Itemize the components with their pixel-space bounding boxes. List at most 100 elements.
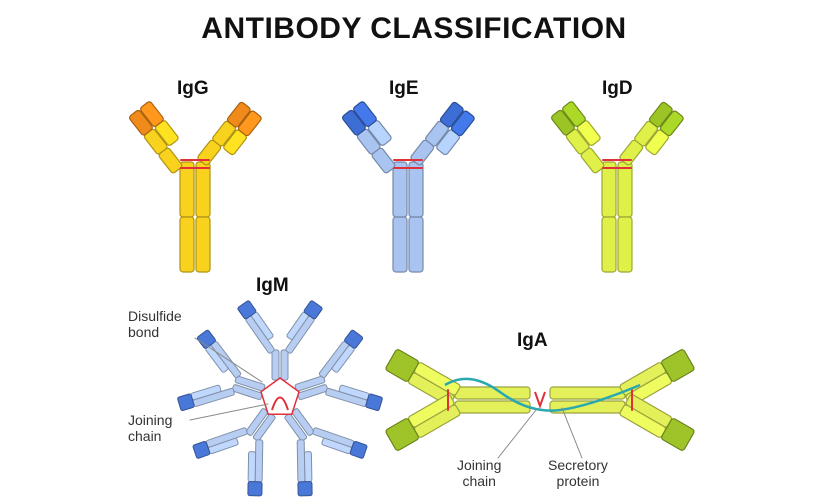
fc-domain-upper <box>617 161 633 218</box>
fab-arm <box>197 101 262 166</box>
light-variable-domain <box>353 101 377 127</box>
pointer-line <box>561 407 583 459</box>
igm-variable-domain <box>237 300 257 320</box>
annotation-text: bond <box>128 324 160 340</box>
igd-structure <box>551 101 684 273</box>
annotation-text: chain <box>128 428 162 444</box>
igm-fc-chain <box>294 375 326 392</box>
iga-fc-chain <box>549 386 626 400</box>
fc-domain-lower <box>601 216 617 273</box>
igm-arm <box>296 439 313 497</box>
fc-domain-upper <box>601 161 617 218</box>
igm-fc-chain <box>280 349 289 381</box>
igm-variable-domain <box>177 393 195 411</box>
igm-variable-domain <box>196 329 216 349</box>
igm-arm <box>247 439 264 497</box>
fab-arm <box>619 101 684 166</box>
left-arm <box>342 101 396 174</box>
light-variable-domain <box>140 101 164 127</box>
iga-variable-domain <box>661 418 695 451</box>
igm-arm <box>312 427 368 459</box>
igm-monomer <box>177 329 266 411</box>
annotation-text: Joining <box>128 412 173 428</box>
igm-variable-domain <box>365 393 383 411</box>
iga-variable-domain <box>661 349 695 382</box>
iga-arm <box>619 394 695 451</box>
right-arm <box>410 101 475 166</box>
igm-variable-domain <box>247 481 263 497</box>
igm-arm-chain <box>254 439 264 483</box>
fc-domain-upper <box>408 161 424 218</box>
ige-structure <box>342 101 475 273</box>
light-variable-domain <box>562 101 586 127</box>
igm-monomer <box>294 329 383 411</box>
iga-fc-chain <box>454 386 531 400</box>
annotation-disulfide-bond: Disulfide bond <box>128 308 182 340</box>
pointer-line <box>497 409 537 459</box>
right-arm <box>619 101 684 166</box>
hinge-region <box>158 147 183 174</box>
igm-fc-chain <box>231 384 263 401</box>
iga-variable-domain <box>385 349 419 382</box>
igm-variable-domain <box>303 300 323 320</box>
fc-domain-lower <box>617 216 633 273</box>
fc-domain-lower <box>179 216 195 273</box>
igm-arm <box>237 300 275 354</box>
heavy-variable-domain <box>226 101 251 128</box>
heavy-variable-domain <box>342 109 366 136</box>
igm-monomer <box>237 300 323 381</box>
igm-variable-domain <box>297 481 313 497</box>
igm-fc-chain <box>284 413 308 442</box>
annotation-iga-joining-chain: Joining chain <box>457 457 501 489</box>
light-variable-domain <box>450 110 475 137</box>
igm-monomer <box>284 408 368 497</box>
hinge-region <box>580 147 605 174</box>
label-igd: IgD <box>602 78 633 99</box>
annotation-text: Disulfide <box>128 308 182 324</box>
igm-arm-chain <box>247 451 257 483</box>
annotation-text: Secretory <box>548 457 608 473</box>
igm-joining-chain <box>271 396 289 411</box>
fab-arm <box>129 101 183 174</box>
iga-arm <box>385 394 461 451</box>
heavy-variable-domain <box>648 101 673 128</box>
pointer-line <box>194 337 263 383</box>
hinge-region <box>619 139 644 166</box>
fc-domain-lower <box>392 216 408 273</box>
igm-arm <box>177 384 235 411</box>
igm-fc-chain <box>271 349 280 381</box>
heavy-variable-domain <box>129 109 153 136</box>
igm-arm <box>285 300 323 354</box>
heavy-variable-domain <box>551 109 575 136</box>
fab-arm <box>342 101 396 174</box>
igm-variable-domain <box>344 329 364 349</box>
hinge-region <box>410 139 435 166</box>
igm-monomer <box>192 408 276 497</box>
label-igg: IgG <box>177 78 209 99</box>
diagram-title: ANTIBODY CLASSIFICATION <box>201 12 627 45</box>
igm-fc-chain <box>245 408 269 436</box>
pointer-line <box>189 403 269 421</box>
label-iga: IgA <box>517 330 548 351</box>
right-arm <box>197 101 262 166</box>
fc-domain-upper <box>179 161 195 218</box>
light-variable-domain <box>237 110 262 137</box>
annotation-text: Joining <box>457 457 502 473</box>
igm-fc-chain <box>252 413 276 442</box>
light-variable-domain <box>659 110 684 137</box>
fab-arm <box>551 101 605 174</box>
label-ige: IgE <box>389 78 419 99</box>
igg-structure <box>129 101 262 273</box>
annotation-text: protein <box>556 473 600 489</box>
igm-arm <box>196 329 242 379</box>
iga-secretory-protein <box>444 377 641 412</box>
label-igm: IgM <box>256 275 289 296</box>
fc-domain-lower <box>408 216 424 273</box>
fc-domain-upper <box>392 161 408 218</box>
igm-arm <box>192 427 248 459</box>
annotation-iga-secretory-protein: Secretory protein <box>548 457 608 489</box>
heavy-variable-domain <box>439 101 464 128</box>
fab-arm <box>410 101 475 166</box>
fc-domain-lower <box>195 216 211 273</box>
igm-arm <box>325 384 383 411</box>
